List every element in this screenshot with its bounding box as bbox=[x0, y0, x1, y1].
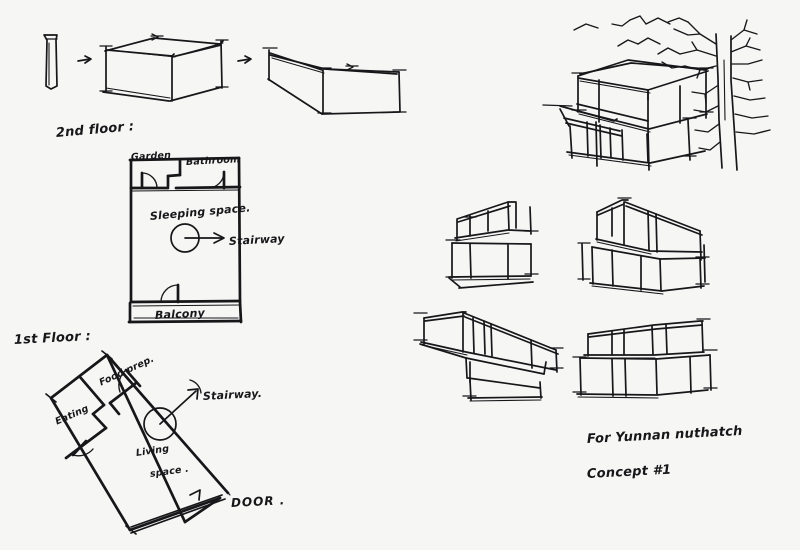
annotation-door: DOOR . bbox=[230, 493, 286, 510]
second-floor-plan bbox=[127, 156, 243, 324]
flattened-box-massing-study bbox=[262, 47, 407, 115]
first-floor-plan bbox=[45, 350, 231, 535]
annotation-stairway-upper: Stairway bbox=[228, 232, 286, 248]
room-label-balcony: Balcony bbox=[154, 306, 206, 322]
perspective-study-d bbox=[572, 318, 718, 399]
room-label-garden: Garden bbox=[130, 149, 172, 163]
perspective-study-c bbox=[413, 311, 564, 402]
tree-house-perspective bbox=[542, 15, 771, 171]
perspective-study-a bbox=[445, 201, 539, 289]
first-floor-heading: 1st Floor : bbox=[13, 328, 92, 348]
annotation-stairway-lower: Stairway. bbox=[202, 386, 263, 403]
post-massing-study bbox=[43, 34, 92, 90]
box-massing-study bbox=[99, 33, 252, 102]
perspective-study-b bbox=[577, 197, 710, 295]
